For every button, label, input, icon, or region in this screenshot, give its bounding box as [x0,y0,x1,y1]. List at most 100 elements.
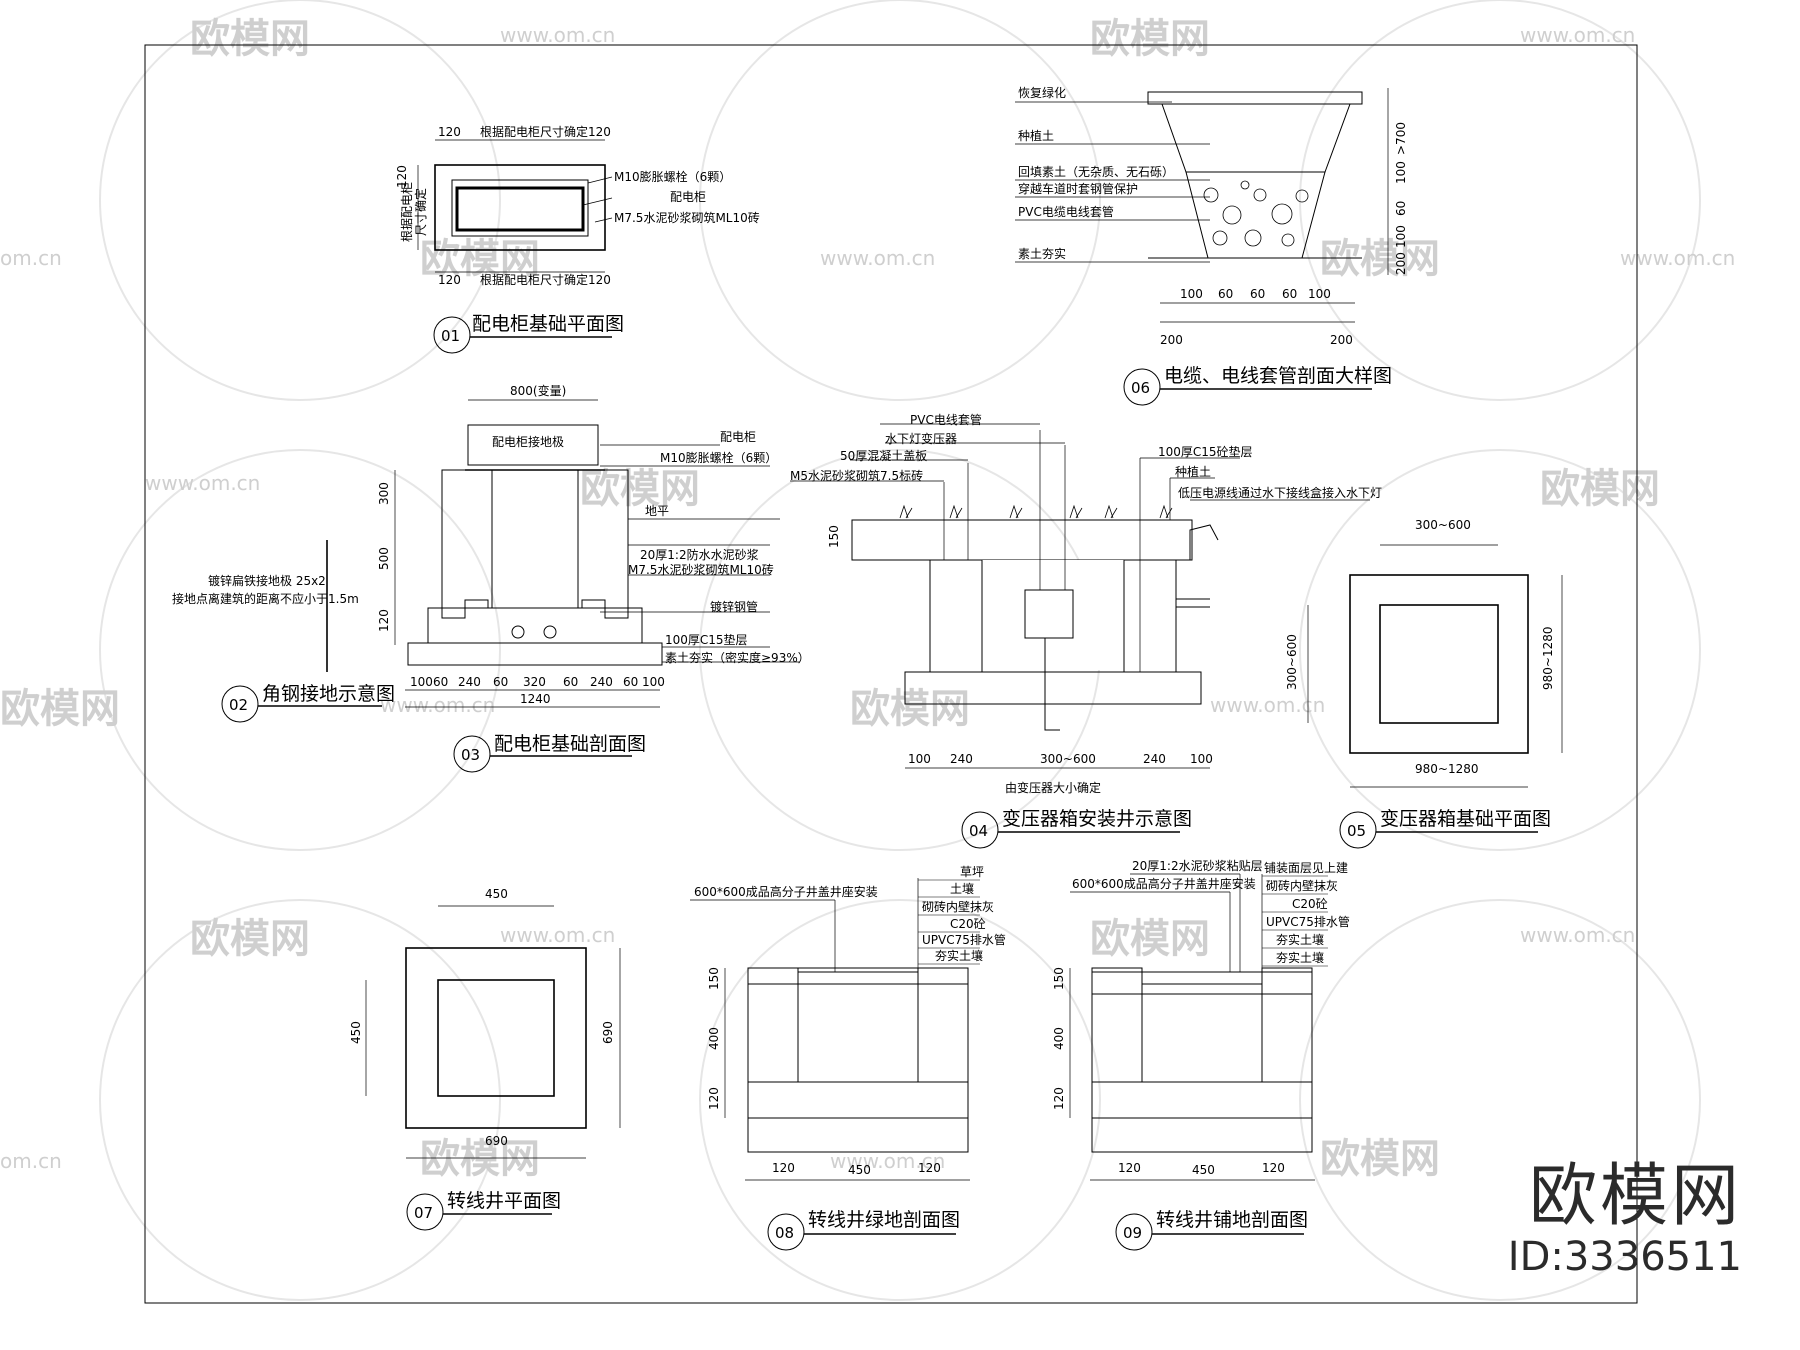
watermark-text: 欧模网 [1320,236,1440,282]
d01-inner-frame [451,179,589,237]
d03-bottom-dim: 60 [563,675,578,689]
d05-number-circle [1339,811,1377,849]
drawing-08: 150 400 120 600*600成品高分子井盖井座安装 草坪 土壤 砌砖内… [690,865,1006,1251]
d08-caption: 转线井绿地剖面图 [808,1209,960,1231]
d07-right: 690 [601,1021,615,1044]
d09-number-circle [1115,1213,1153,1251]
d06-label: 穿越车道时套钢管保护 [1018,181,1138,196]
d03-number-circle [453,735,491,773]
d02-note: 接地点离建筑的距离不应小于1.5m [172,591,359,606]
d01-dim-note: 根据配电柜尺寸确定 [480,272,588,287]
watermark-text: 欧模网 [420,1136,540,1182]
d03-cabinet-box [467,424,599,466]
d01-leader [587,176,613,184]
d04-label: 50厚混凝土盖板 [840,448,927,463]
d04-height: 150 [827,525,841,548]
watermark-text: 欧模网 [190,916,310,962]
d08-number-circle [767,1213,805,1251]
d08-label: 夯实土壤 [935,948,983,963]
d08-bottom-dim: 120 [772,1161,795,1175]
d09-height: 150 [1052,967,1066,990]
d03-bottom-dim: 100 [410,675,433,689]
d06-bottom-top: 60 [1282,287,1297,301]
d04-label: M5水泥砂浆砌筑7.5标砖 [790,468,923,483]
watermark-text: 欧模网 [1090,916,1210,962]
d04-bottom-note: 由变压器大小确定 [1005,780,1101,795]
watermark-text: 欧模网 [190,16,310,62]
d03-label: 素土夯实（密实度≥93%） [665,650,810,665]
d04-label: 低压电源线通过水下接线盒接入水下灯 [1178,485,1382,500]
d01-caption: 配电柜基础平面图 [472,313,624,335]
d07-inner [437,979,555,1097]
d05-bottom: 980~1280 [1415,762,1479,776]
drawing-05: 300~600 300~600 980~1280 980~1280 05 变压器… [1285,518,1563,849]
d06-right-dim: 60 [1394,201,1408,216]
d06-number: 06 [1131,379,1150,397]
d06-leaders [1015,101,1210,263]
d03-height: 300 [377,482,391,505]
watermark-url: www.om.cn [1620,246,1735,270]
d03-label: M10膨胀螺栓（6颗） [660,450,777,465]
brand-name: 欧模网 [1528,1157,1742,1236]
d03-label: 20厚1:2防水水泥砂浆 [640,547,759,562]
watermark-url: om.cn [0,246,62,270]
d01-dim-note: 根据配电柜尺寸确定 [480,124,588,139]
d02-number: 02 [229,696,248,714]
brand-id: ID:3336511 [1507,1233,1742,1280]
d01-outer-frame [434,164,606,251]
d05-inner [1379,604,1499,724]
d09-label: 夯实土壤 [1276,950,1324,965]
d06-right-dim: 100 [1394,225,1408,248]
d06-right-dim: >700 [1394,122,1408,155]
d03-label: 配电柜 [720,430,756,444]
drawing-02: 镀锌扁铁接地极 25x2 接地点离建筑的距离不应小于1.5m 02 角钢接地示意… [172,540,395,723]
d01-dim-side: 120 [588,125,611,139]
d06-label: 种植土 [1018,128,1054,143]
d06-label: 素土夯实 [1018,246,1066,261]
d08-height: 120 [707,1087,721,1110]
watermark-url: www.om.cn [1520,923,1635,947]
d01-dim-left-note: 尺寸确定 [413,188,428,236]
watermark-arcs [99,0,1701,1301]
d09-leader-rows [1262,875,1328,967]
d04-light [1189,524,1219,560]
d06-bottom-top: 60 [1250,287,1265,301]
d09-caption: 转线井铺地剖面图 [1156,1209,1308,1231]
drawing-01: 120 根据配电柜尺寸确定 120 120 根据配电柜尺寸确定 120 120 … [395,124,760,354]
d03-leaders [600,444,800,663]
d04-right-wall [1123,559,1177,673]
watermark-url: om.cn [0,1149,62,1173]
d07-outer [405,947,587,1129]
d09-paving [1091,971,1313,995]
watermark-text: 欧模网 [1540,466,1660,512]
d04-number-circle [961,811,999,849]
d04-label: 100厚C15砼垫层 [1158,444,1253,459]
watermark-text: 欧模网 [1090,16,1210,62]
d09-height: 400 [1052,1027,1066,1050]
d03-c15-layer [407,642,663,666]
d03-footing [427,607,643,644]
d05-top: 300~600 [1415,518,1471,532]
d06-bottom-low: 200 [1160,333,1183,347]
d09-bottom-dim: 450 [1192,1163,1215,1177]
d04-bottom-dim: 240 [950,752,973,766]
d04-bottom-dim: 240 [1143,752,1166,766]
d04-grass [899,504,1173,519]
watermark-text: 欧模网 [850,686,970,732]
d09-bottom-dim: 120 [1262,1161,1285,1175]
d02-caption: 角钢接地示意图 [262,683,395,705]
d08-left-wall [747,967,799,1083]
d03-left-wall [441,469,493,619]
d09-label: 铺装面层见上建 [1264,861,1348,875]
d04-label: 种植土 [1175,464,1211,479]
d03-label: 配电柜接地极 [492,434,564,449]
watermark-url: www.om.cn [830,1149,945,1173]
d04-chamber [930,560,1124,670]
d03-label: 100厚C15垫层 [665,632,748,647]
d04-bottom-dim: 100 [908,752,931,766]
d04-number: 04 [969,822,988,840]
d04-conduit [1044,638,1060,731]
d03-height: 120 [377,609,391,632]
d03-label: 地平 [645,504,669,518]
d06-bottom-low: 200 [1330,333,1353,347]
